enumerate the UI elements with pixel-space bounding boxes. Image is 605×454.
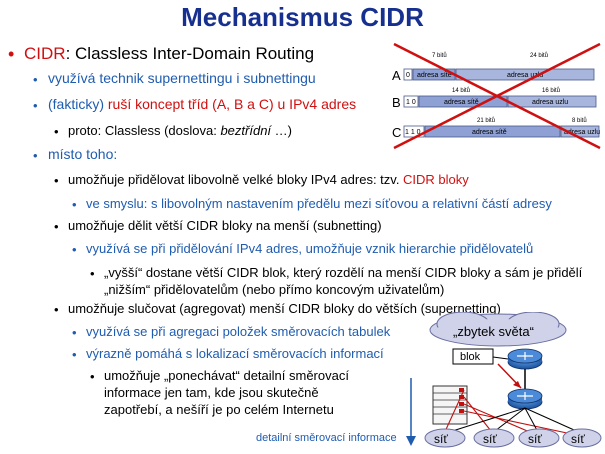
cidr-keyword: CIDR [24, 44, 66, 63]
net-cloud [562, 428, 602, 448]
net-cloud [473, 428, 515, 448]
bullet-dot: • [8, 44, 15, 64]
bullet-dot: • [33, 148, 38, 163]
text-line: informace jen tam, kde jsou skutečně [104, 385, 319, 400]
class-label: B [392, 95, 401, 110]
arrow-head [513, 381, 521, 388]
class-label: C [392, 125, 401, 140]
bit-count-label: 24 bitů [530, 52, 548, 59]
bit-count-label: 14 bitů [452, 87, 470, 94]
text-line: zapotřebí, a nešíří je po celém Internet… [104, 402, 334, 417]
prefix-bits: 1 1 0 [405, 129, 421, 136]
text-line: využívá se při agregaci položek směrovac… [86, 324, 391, 339]
text-segment: umožňuje přidělovat libovolně velké blok… [68, 172, 404, 187]
network-part-label: adresa sítě [472, 129, 507, 136]
bullet-dot: • [54, 302, 59, 317]
text-segment: proto: Classless (doslova: [68, 123, 221, 138]
cidr-expansion: : Classless Inter-Domain Routing [65, 44, 315, 63]
bit-count-label: 16 bitů [542, 87, 560, 94]
text-segment-italic: beztřídní [220, 123, 272, 138]
host-part-label: adresa uzlu [532, 99, 568, 106]
text-line: proto: Classless (doslova: beztřídní …) [68, 123, 292, 138]
bit-count-label: 7 bitů [432, 52, 447, 59]
router-icon [507, 348, 543, 370]
text-line: využívá technik supernettingu i subnetti… [48, 70, 316, 86]
bullet-dot: • [54, 173, 59, 188]
class-label: A [392, 68, 401, 83]
text-line: umožňuje dělit větší CIDR bloky na menší… [68, 218, 382, 233]
aggregation-diagram: „zbytek světa“ blok [406, 312, 602, 448]
connector-line [492, 356, 509, 360]
prefix-bits: 1 0 [406, 99, 416, 106]
bullet-dot: • [90, 266, 95, 281]
text-line: „nižším“ přidělovatelům (nebo přímo konc… [104, 282, 445, 297]
bullet-dot: • [33, 98, 38, 113]
prefix-bits: 0 [406, 72, 410, 79]
prefix-box [403, 95, 419, 108]
bullet-dot: • [72, 197, 77, 212]
net-cloud [424, 428, 466, 448]
text-line: ve smyslu: s libovolným nastavením předě… [86, 196, 552, 211]
net-label: síť [434, 432, 448, 446]
cross-out-line [393, 42, 601, 150]
block-label-box [452, 348, 494, 365]
net-label: síť [571, 432, 585, 446]
text-segment: …) [271, 123, 292, 138]
net-label: síť [528, 432, 542, 446]
detail-info-label: detailní směrovací informace [256, 432, 397, 444]
text-segment-red: CIDR bloky [403, 172, 469, 187]
network-part-label: adresa sítě [444, 99, 479, 106]
net-label: síť [483, 432, 497, 446]
bullet-dot: • [72, 325, 77, 340]
text-line: umožňuje slučovat (agregovat) menší CIDR… [68, 301, 501, 316]
prefix-box [403, 68, 413, 81]
network-part-label: adresa sítě [417, 72, 452, 79]
text-line: využívá se při přidělování IPv4 adres, u… [86, 241, 534, 256]
text-line: výrazně pomáhá s lokalizací směrovacích … [86, 346, 384, 361]
bit-count-label: 21 bitů [477, 117, 495, 124]
host-part-label: adresa uzlu [564, 129, 600, 136]
bullet-dot: • [33, 72, 38, 87]
text-segment: (fakticky) [48, 96, 108, 112]
cidr-heading-line: CIDR: Classless Inter-Domain Routing [24, 44, 314, 64]
routing-table-icon [432, 385, 468, 425]
cloud-label: „zbytek světa“ [453, 324, 534, 339]
text-line: umožňuje „ponechávat“ detailní směrovací [104, 368, 349, 383]
text-segment-red: ruší koncept tříd (A, B a C) u IPv4 adre… [107, 96, 357, 112]
bullet-dot: • [90, 369, 95, 384]
text-line: „vyšší“ dostane větší CIDR blok, který r… [104, 265, 583, 280]
detail-arrow-head [406, 436, 416, 446]
host-part-label: adresa uzlu [507, 72, 543, 79]
table-entry-line [442, 389, 465, 437]
bullet-dot: • [72, 347, 77, 362]
table-entry-line [463, 410, 582, 437]
bullet-dot: • [72, 242, 77, 257]
text-line: (fakticky) ruší koncept tříd (A, B a C) … [48, 96, 356, 112]
internet-cloud [429, 312, 567, 347]
bit-count-label: 8 bitů [572, 117, 587, 124]
text-line: místo toho: [48, 146, 118, 162]
slide-title: Mechanismus CIDR [181, 2, 424, 32]
address-classes-diagram: 7 bitů 24 bitů A 0 adresa sítě adresa uz… [392, 42, 601, 150]
text-line: umožňuje přidělovat libovolně velké blok… [68, 172, 469, 187]
bullet-dot: • [54, 124, 59, 139]
block-label: blok [460, 351, 481, 363]
router-icon [507, 388, 543, 410]
bullet-dot: • [54, 219, 59, 234]
net-cloud [518, 428, 560, 448]
router-net-link [442, 407, 526, 435]
